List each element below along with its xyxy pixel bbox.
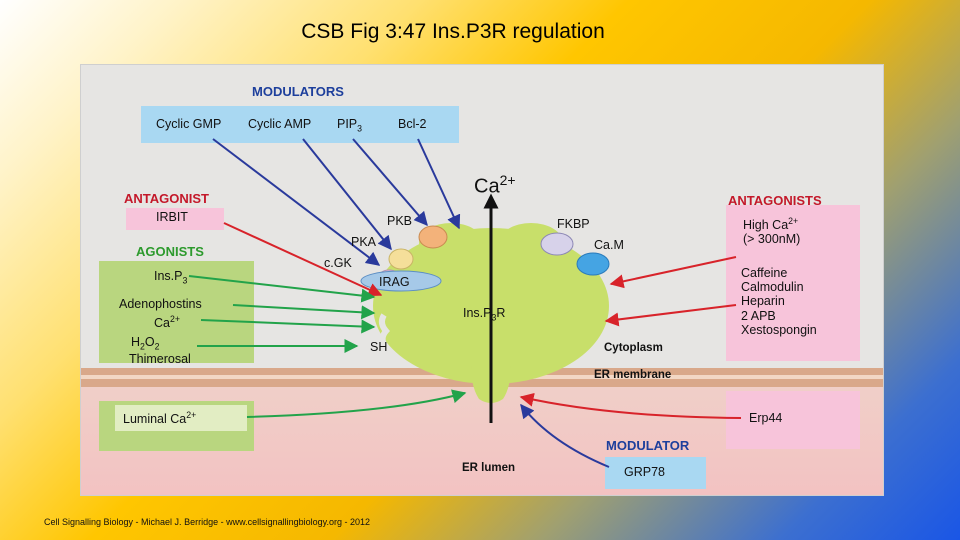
cam-label: Ca.M [594, 238, 624, 252]
arrow-irbit [223, 222, 383, 297]
antagonist-heparin: Heparin [741, 294, 785, 308]
receptor-label: Ins.P3R [463, 306, 506, 323]
antagonist-caffeine: Caffeine [741, 266, 788, 280]
antagonist-irbit: IRBIT [156, 210, 188, 224]
slide-footer: Cell Signalling Biology - Michael J. Ber… [44, 517, 370, 527]
fkbp-shape [540, 232, 574, 256]
arrow-erp44 [519, 392, 742, 419]
antagonist-erp44: Erp44 [749, 411, 783, 425]
sh-label: SH [370, 340, 388, 354]
modulator-pip3: PIP3 [337, 117, 363, 134]
arrow-insp3 [188, 275, 376, 303]
ca-top-label: Ca2+ [474, 172, 516, 198]
antagonist-high-ca-range: (> 300nM) [743, 232, 801, 246]
arrow-high-ca [609, 256, 737, 289]
luminal-ca: Luminal Ca2+ [123, 410, 197, 427]
modulator-grp78: GRP78 [624, 465, 665, 479]
irbit-box [126, 208, 224, 230]
diagram-graphics [81, 138, 883, 468]
grp78-box [605, 457, 706, 489]
arrow-adenophostins [232, 304, 376, 320]
antagonist-high-ca: High Ca2+ [743, 216, 799, 233]
pkb-label: PKB [387, 214, 413, 228]
modulator-cyclic-gmp: Cyclic GMP [156, 117, 222, 131]
antagonist-left-header: ANTAGONIST [124, 191, 209, 206]
modulator-bcl2: Bcl-2 [398, 117, 427, 131]
cgk-label: c.GK [324, 256, 352, 270]
pka-label: PKA [351, 235, 377, 249]
agonist-insp3: Ins.P3 [154, 269, 188, 286]
cam-shape [576, 252, 610, 276]
antagonist-calmodulin: Calmodulin [741, 280, 804, 294]
agonist-thimerosal: Thimerosal [129, 352, 191, 366]
modulator-cyclic-amp: Cyclic AMP [248, 117, 312, 131]
antagonists-right-header: ANTAGONISTS [728, 193, 822, 208]
antagonists-right-box [726, 205, 860, 361]
agonists-header: AGONISTS [136, 244, 204, 259]
pkb-shape [418, 225, 448, 249]
cytoplasm-label: Cytoplasm [604, 342, 663, 354]
pka-shape [388, 248, 414, 270]
slide-title: CSB Fig 3:47 Ins.P3R regulation [301, 20, 605, 43]
arrow-bcl2 [417, 138, 461, 230]
arrow-ca-agonist [200, 319, 376, 334]
er-lumen-label: ER lumen [462, 462, 516, 474]
luminal-inner-box [115, 405, 247, 431]
modulator-header: MODULATOR [606, 438, 690, 453]
arrow-pip3 [352, 138, 428, 227]
insp3r-regulation-figure: MODULATORS Cyclic GMP Cyclic AMP PIP3 Bc… [80, 64, 884, 496]
antagonists-right-lumen-box [726, 391, 860, 449]
fkbp-label: FKBP [557, 217, 590, 231]
arrow-grp78 [520, 403, 610, 468]
arrow-camp [302, 138, 392, 251]
modulators-header: MODULATORS [252, 84, 344, 99]
agonist-adenophostins: Adenophostins [119, 297, 202, 311]
arrow-antagonists [604, 304, 737, 327]
irag-label: IRAG [379, 275, 410, 289]
arrow-luminal-ca [246, 389, 467, 418]
agonist-h2o2: H2O2 [131, 335, 160, 352]
arrow-cgmp [212, 138, 381, 266]
agonist-ca: Ca2+ [154, 314, 180, 331]
modulators-box [141, 106, 459, 143]
er-membrane-label: ER membrane [594, 369, 672, 381]
antagonist-xestospongin: Xestospongin [741, 323, 817, 337]
antagonist-2apb: 2 APB [741, 309, 776, 323]
